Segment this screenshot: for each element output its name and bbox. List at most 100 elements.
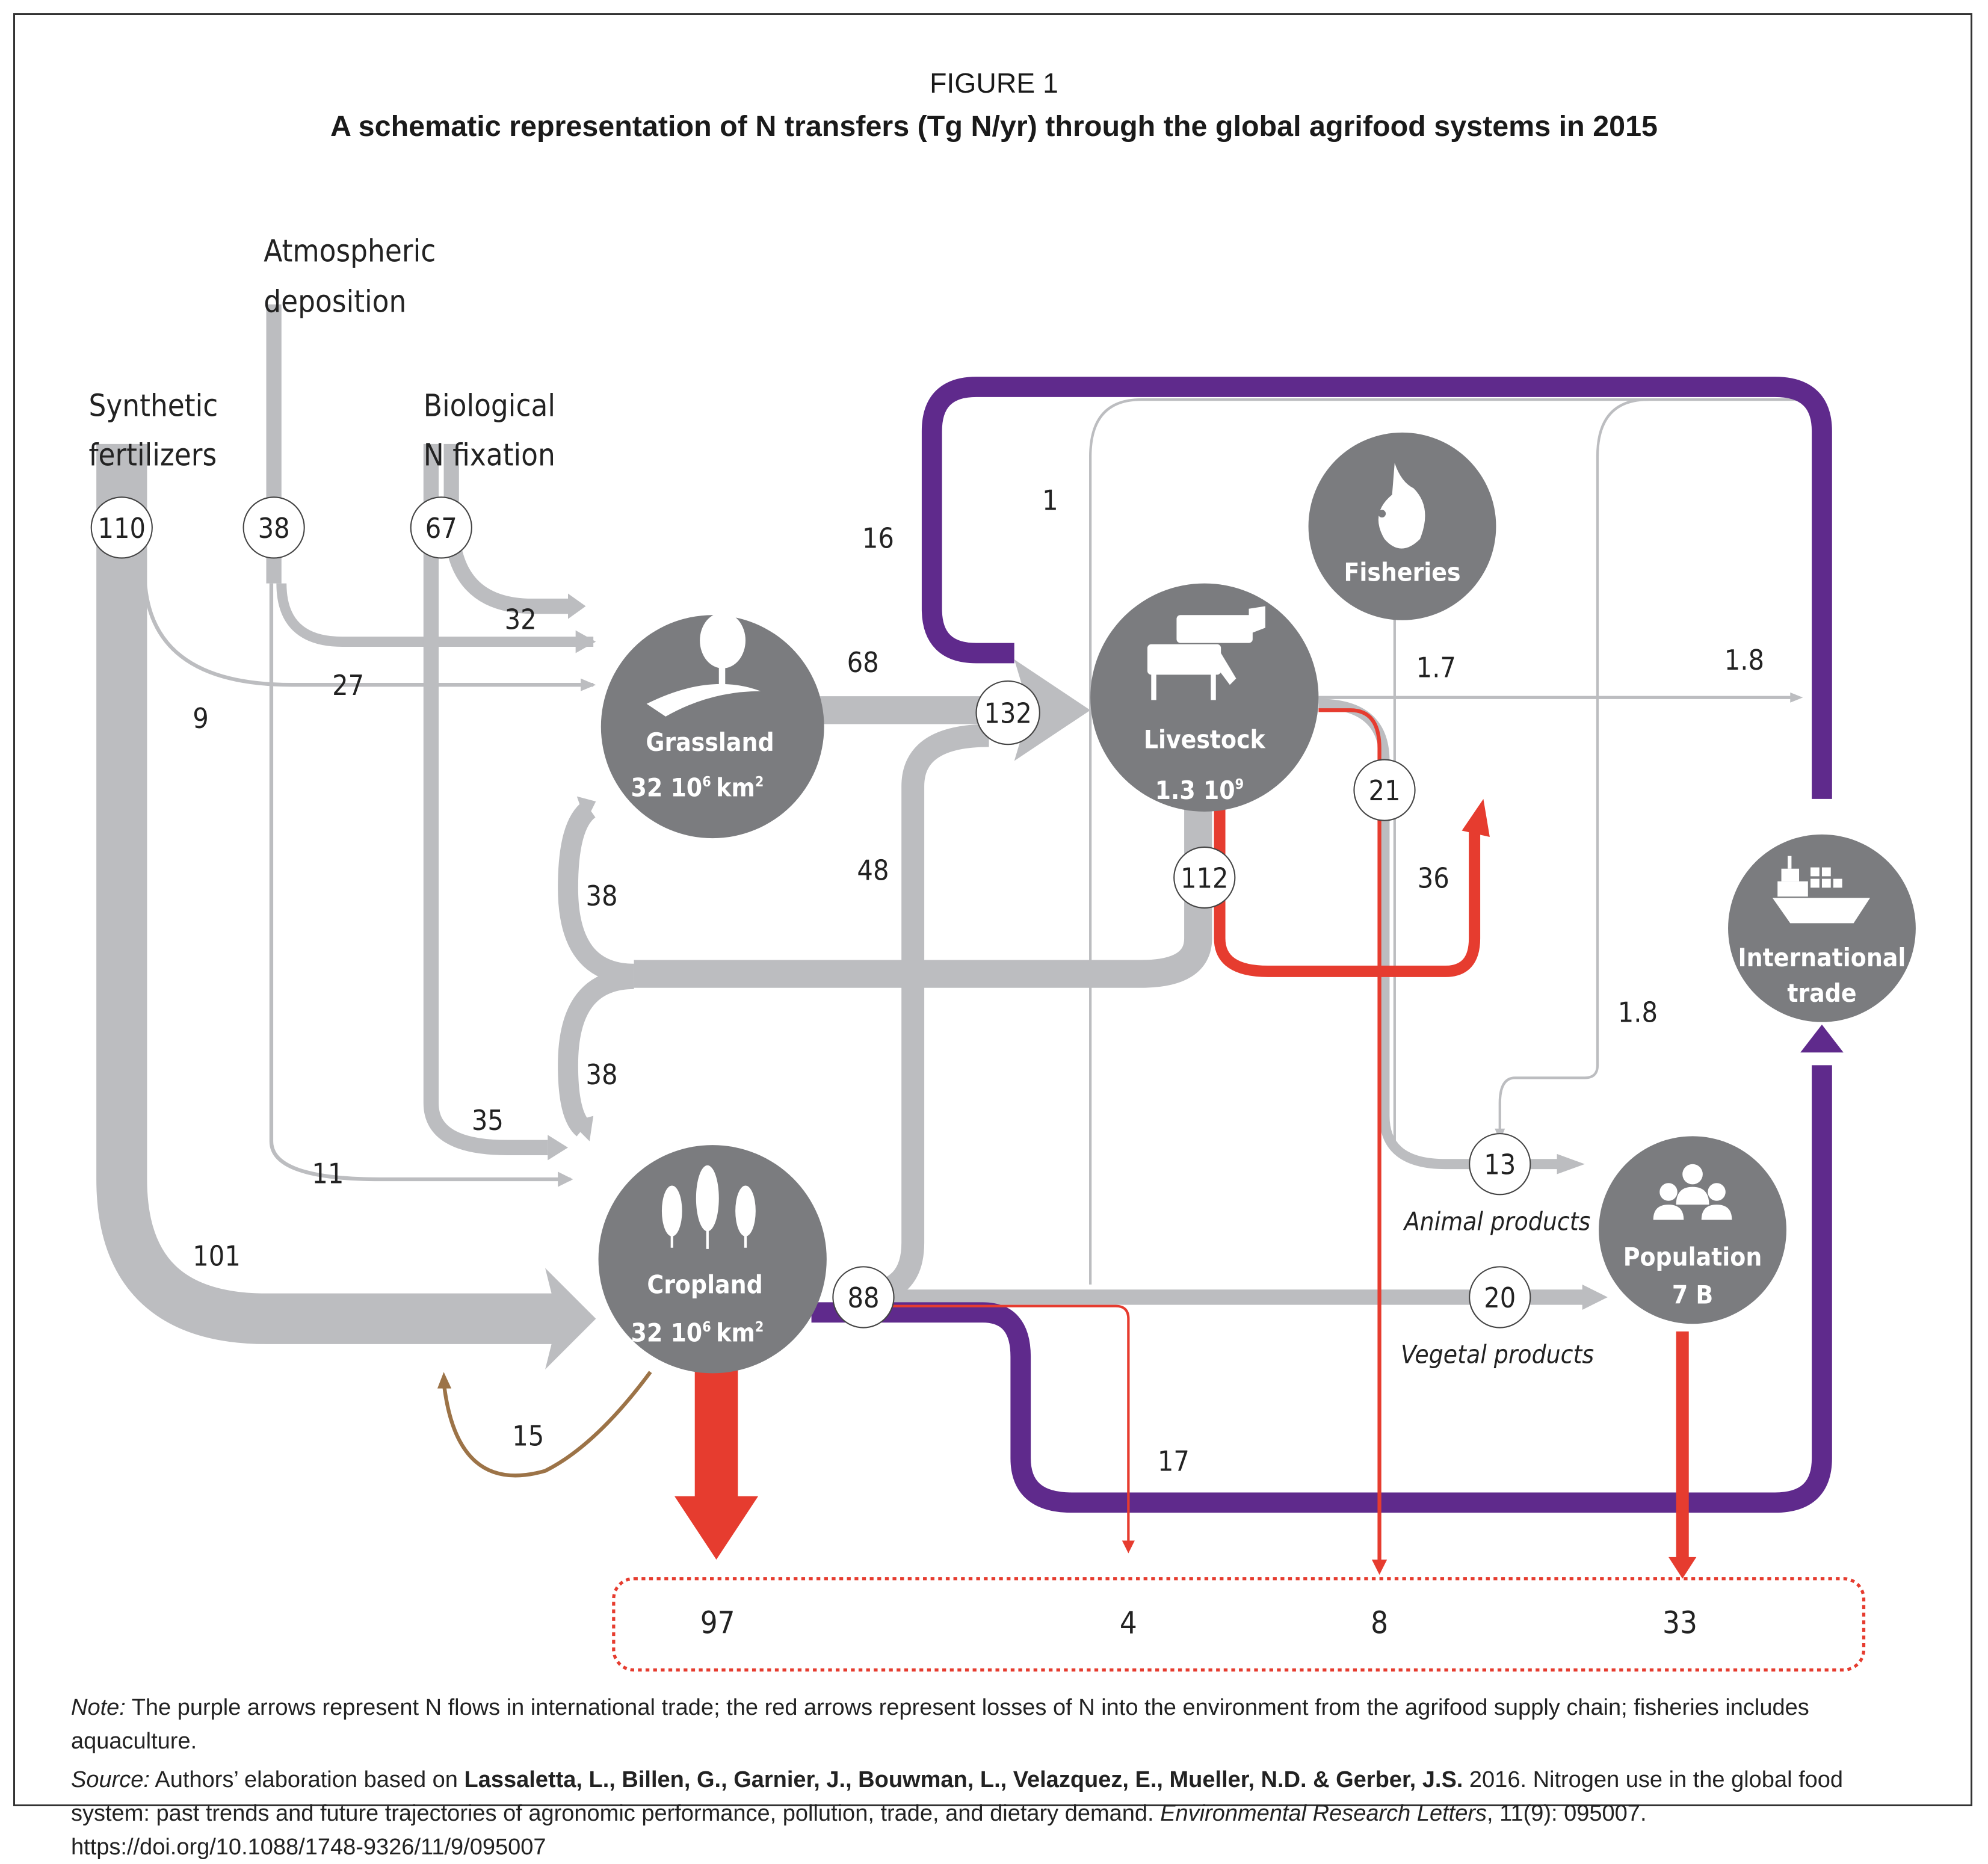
bubble-synthetic: 110 bbox=[90, 496, 153, 559]
bubble-livestock-out: 112 bbox=[1173, 846, 1236, 909]
livestock-in-value: 132 bbox=[984, 697, 1032, 729]
flow-crop-processing-loss bbox=[887, 1304, 1130, 1548]
animal-products-label: Animal products bbox=[1403, 1206, 1591, 1236]
flow-label-syn-grass: 9 bbox=[193, 702, 209, 735]
flow-livestock-manure bbox=[634, 761, 1212, 988]
source-pre: Authors’ elaboration based on bbox=[149, 1767, 465, 1792]
vegetal-products-value: 20 bbox=[1484, 1282, 1516, 1314]
flow-atm-to-crop bbox=[269, 583, 571, 1182]
livestock-label: Livestock bbox=[1144, 725, 1266, 755]
flow-label-bio-grass: 32 bbox=[505, 603, 537, 635]
fisheries-label: Fisheries bbox=[1344, 557, 1460, 587]
arrowhead-syn-crop bbox=[545, 1268, 596, 1370]
livestock-count: 1.3 109 bbox=[1155, 776, 1244, 805]
flow-syn-to-crop bbox=[96, 443, 558, 1344]
flow-label-trade-animal: 1.8 bbox=[1618, 996, 1658, 1029]
loss-cropland: 97 bbox=[700, 1605, 735, 1640]
flow-label-atm-grass: 27 bbox=[332, 669, 364, 702]
note-body: The purple arrows represent N flows in i… bbox=[71, 1695, 1809, 1754]
figure-note: Note: The purple arrows represent N flow… bbox=[71, 1691, 1909, 1758]
node-population[interactable]: Population 7 B bbox=[1599, 1136, 1786, 1324]
flow-labels: 9 27 32 68 16 48 1 38 38 35 11 101 15 17… bbox=[193, 484, 1764, 1477]
cows-icon bbox=[1147, 606, 1265, 700]
cropland-unit-exp: 2 bbox=[755, 1319, 764, 1335]
synthetic-value: 110 bbox=[97, 512, 146, 545]
source-authors: Lassaletta, L., Billen, G., Garnier, J.,… bbox=[464, 1767, 1463, 1792]
node-livestock[interactable]: Livestock 1.3 109 bbox=[1090, 583, 1319, 812]
loss-population: 33 bbox=[1662, 1605, 1697, 1640]
livestock-count-value: 1.3 10 bbox=[1155, 776, 1235, 805]
figure-source: Source: Authors’ elaboration based on La… bbox=[71, 1763, 1922, 1864]
bubble-vegetal-products: 20 bbox=[1469, 1266, 1531, 1329]
flow-crop-thin-loop bbox=[1089, 398, 1801, 1285]
flow-label-manure-crop: 38 bbox=[586, 1058, 618, 1091]
livestock-out-value: 112 bbox=[1181, 862, 1229, 894]
trade-flows bbox=[811, 377, 1832, 1513]
flow-bio-to-crop bbox=[423, 443, 548, 1155]
loss-crop-processing: 4 bbox=[1120, 1605, 1137, 1640]
bubble-livestock-products: 21 bbox=[1353, 759, 1416, 821]
flow-label-trade-livestock: 16 bbox=[862, 522, 894, 555]
cropland-area-value: 32 10 bbox=[631, 1318, 703, 1348]
biological-label-2: N fixation bbox=[424, 437, 555, 473]
product-labels: Animal products Vegetal products bbox=[1401, 1206, 1594, 1369]
wheat-icon bbox=[661, 1165, 756, 1249]
n-flow-diagram: FIGURE 1 A schematic representation of N… bbox=[89, 67, 1916, 1672]
flow-label-grass-livestock: 68 bbox=[847, 646, 879, 679]
flow-label-bio-crop: 35 bbox=[472, 1104, 504, 1137]
synthetic-label-2: fertilizers bbox=[89, 437, 217, 473]
atmospheric-value: 38 bbox=[258, 512, 290, 545]
bubble-biological: 67 bbox=[410, 496, 472, 559]
flow-manure-to-grass bbox=[558, 800, 635, 984]
source-lead: Source: bbox=[71, 1767, 150, 1792]
flow-label-syn-crop: 101 bbox=[193, 1239, 241, 1272]
flow-label-manure-grass: 38 bbox=[586, 880, 618, 912]
atmospheric-label-2: deposition bbox=[264, 284, 406, 319]
flow-livestock-to-animal bbox=[1318, 699, 1560, 1170]
vegetal-products-label: Vegetal products bbox=[1401, 1340, 1594, 1369]
flow-label-fish-trade: 1.8 bbox=[1724, 644, 1764, 676]
flow-trade-to-animal bbox=[1498, 398, 1649, 1135]
livestock-products-value: 21 bbox=[1368, 774, 1400, 807]
cropland-area-exp: 6 bbox=[702, 1319, 711, 1335]
flow-crop-to-livestock bbox=[862, 724, 989, 1305]
flow-label-crop-trade: 17 bbox=[1158, 1445, 1190, 1478]
arrowhead-recycle bbox=[437, 1372, 452, 1389]
cropland-label: Cropland bbox=[647, 1270, 762, 1300]
node-international-trade[interactable]: International trade bbox=[1728, 834, 1916, 1022]
figure-title: A schematic representation of N transfer… bbox=[330, 110, 1658, 143]
grassland-label: Grassland bbox=[646, 727, 774, 757]
source-labels: Synthetic fertilizers Atmospheric deposi… bbox=[89, 233, 555, 472]
tree-icon bbox=[646, 613, 761, 717]
atmospheric-label-1: Atmospheric bbox=[264, 233, 436, 268]
population-label: Population bbox=[1623, 1242, 1762, 1271]
flow-label-emissions: 36 bbox=[1418, 862, 1449, 894]
loss-arrowheads bbox=[674, 798, 1697, 1579]
population-count: 7 B bbox=[1672, 1280, 1713, 1309]
grassland-area-exp: 6 bbox=[702, 774, 711, 790]
flow-label-crop-thin: 1 bbox=[1042, 484, 1058, 516]
flow-crop-recycle bbox=[442, 1371, 652, 1478]
flow-label-fish-products: 1.7 bbox=[1416, 652, 1456, 684]
bubble-livestock-in: 132 bbox=[975, 680, 1040, 745]
environment-loss-box bbox=[612, 1577, 1866, 1672]
source-journal: Environmental Research Letters bbox=[1160, 1801, 1487, 1826]
grassland-unit-exp: 2 bbox=[755, 774, 764, 790]
node-fisheries[interactable]: Fisheries bbox=[1308, 432, 1496, 620]
people-icon bbox=[1653, 1164, 1732, 1220]
fish-icon bbox=[1378, 463, 1425, 549]
flow-label-atm-crop: 11 bbox=[312, 1157, 344, 1190]
loss-values: 97 4 8 33 bbox=[700, 1605, 1697, 1640]
arrowhead-grass-livestock bbox=[1014, 659, 1091, 761]
trade-label-line2: trade bbox=[1787, 978, 1856, 1008]
flow-syn-to-grass bbox=[143, 570, 594, 687]
animal-products-value: 13 bbox=[1484, 1149, 1516, 1181]
arrowhead-trade bbox=[1800, 1024, 1844, 1053]
loss-livestock-processing: 8 bbox=[1371, 1605, 1388, 1640]
gray-flows bbox=[96, 304, 1801, 1344]
ship-icon bbox=[1772, 856, 1871, 924]
